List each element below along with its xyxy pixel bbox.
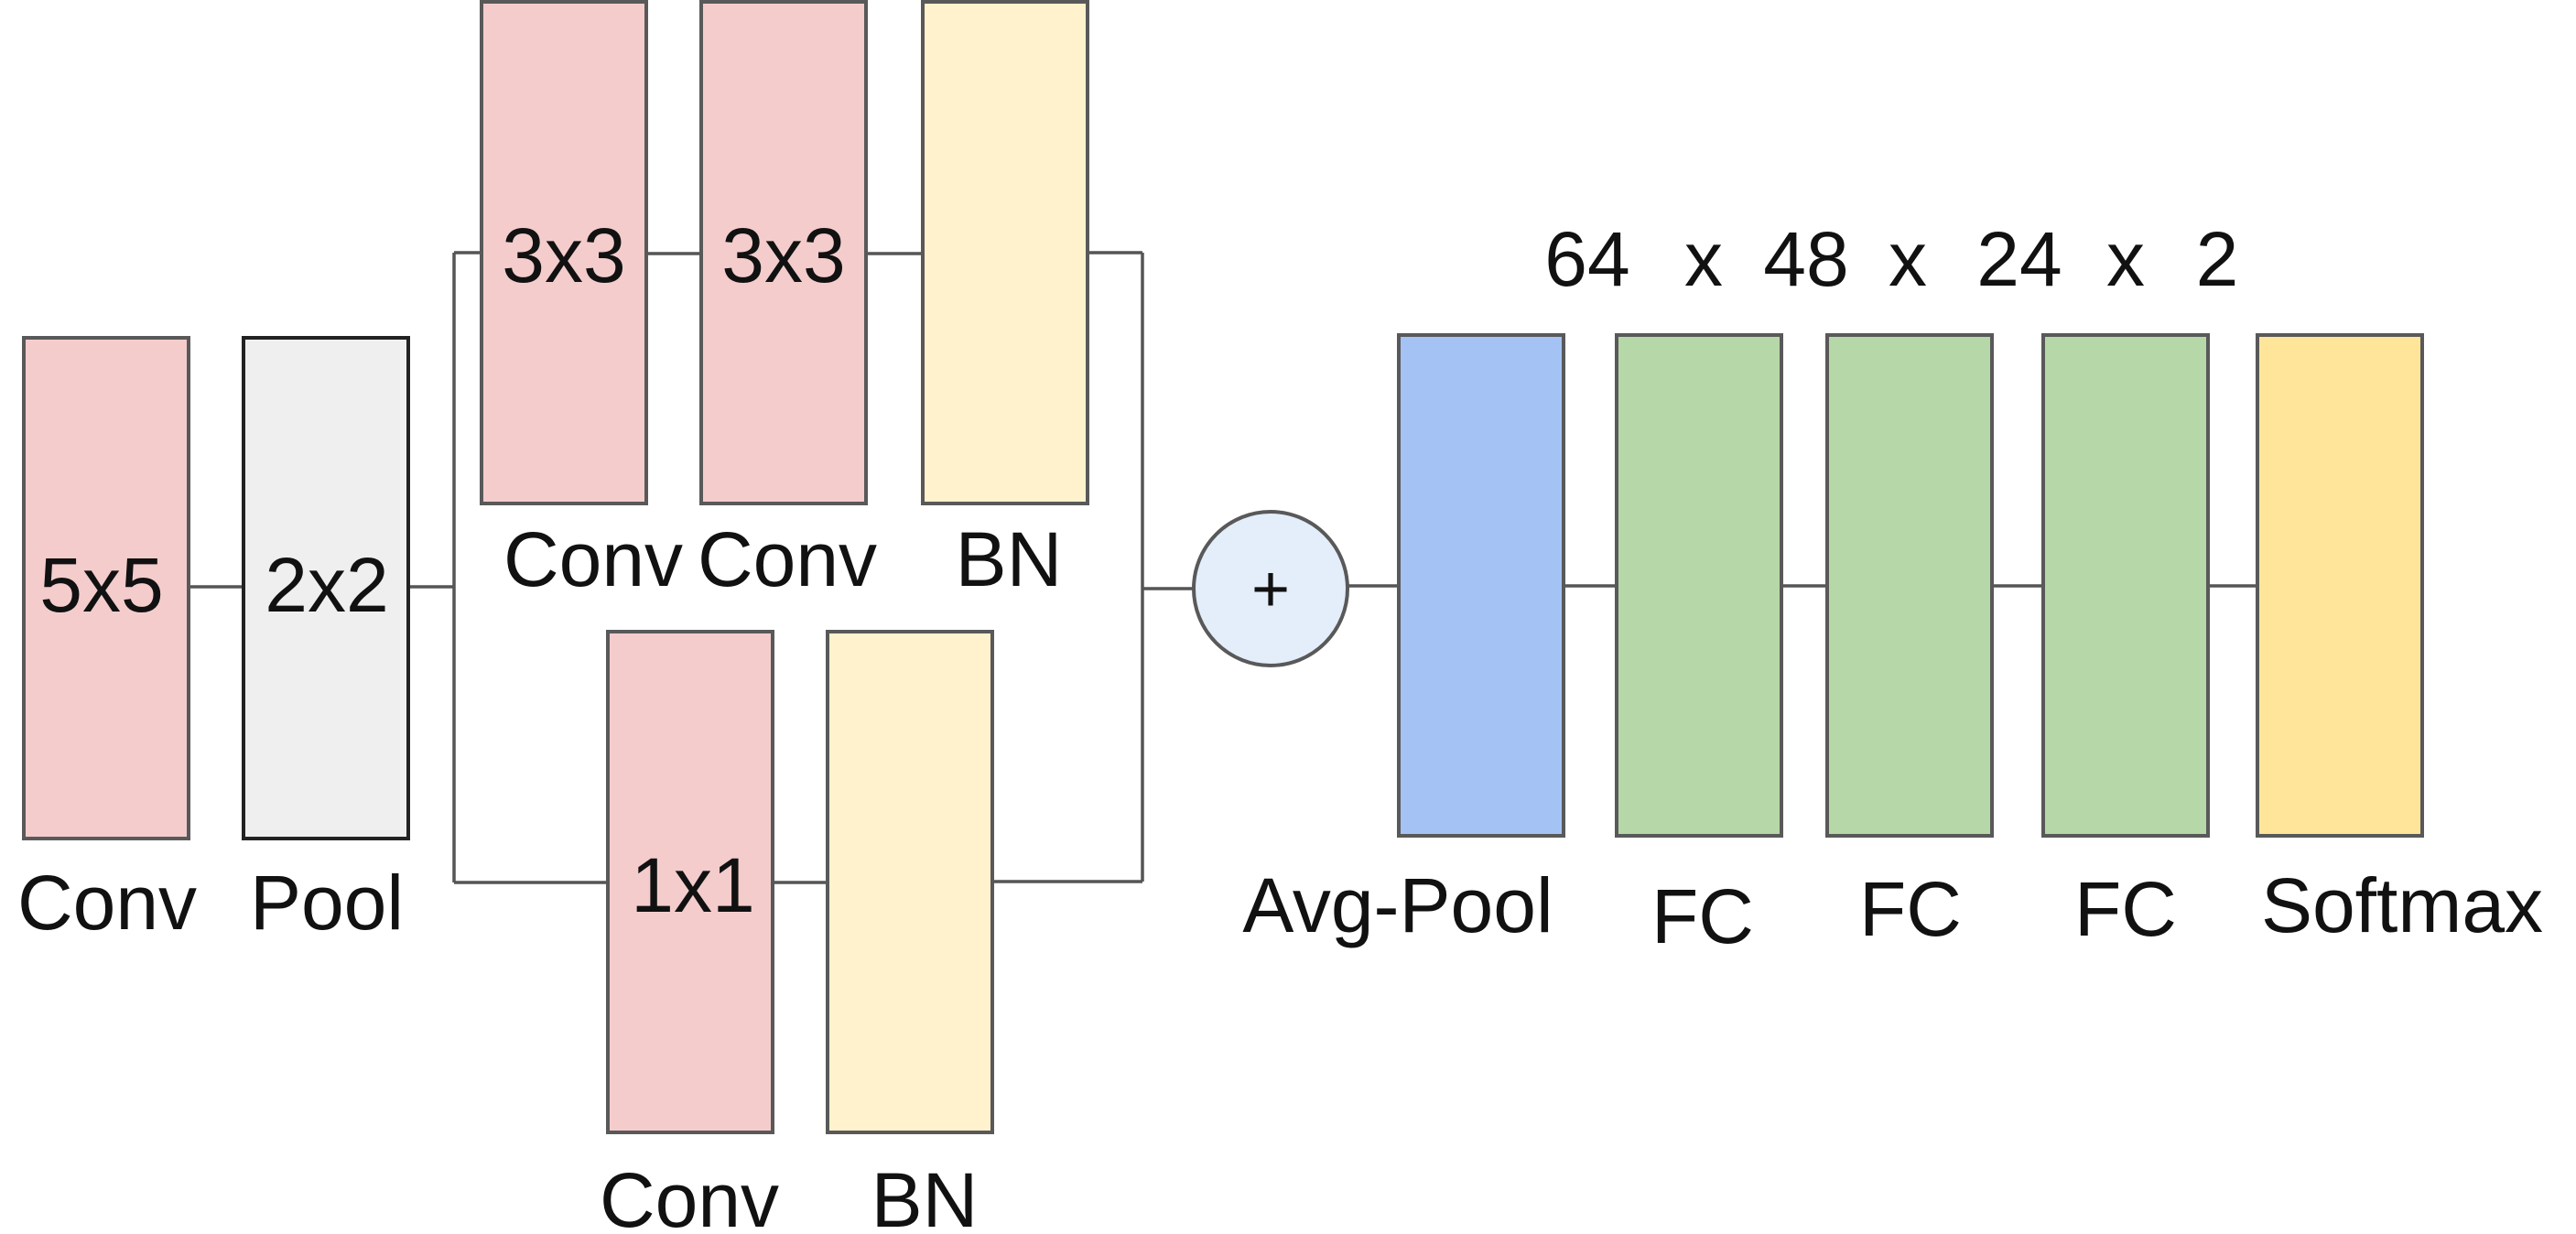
conv-3x3-b-box — [699, 0, 868, 505]
pool-label: Pool — [250, 860, 404, 946]
sum-node: + — [1192, 510, 1349, 667]
dimension-sep-1: x — [1684, 216, 1723, 302]
fc3-box — [2041, 333, 2210, 838]
avg-pool-label: Avg-Pool — [1242, 862, 1553, 948]
fc2-box — [1825, 333, 1994, 838]
pool-2x2-box — [242, 336, 410, 840]
avg-pool-box — [1397, 333, 1565, 838]
bn-lower-box — [826, 630, 994, 1134]
plus-icon: + — [1251, 553, 1290, 626]
dimension-annotation: 64 x 48 x 24 x 2 — [1544, 216, 2238, 302]
conv-1x1-box — [606, 630, 774, 1134]
lower-branch: 1x1 Conv BN — [600, 630, 994, 1234]
conv-3x3-a-box — [480, 0, 648, 505]
conv-5x5-box — [22, 336, 190, 840]
softmax-label: Softmax — [2261, 862, 2543, 948]
fc3-block: FC — [2041, 333, 2210, 952]
softmax-block: Softmax — [2256, 333, 2543, 948]
fc1-box — [1615, 333, 1783, 838]
fc1-block: FC — [1615, 333, 1783, 959]
stem-conv-block: 5x5 Conv — [17, 336, 197, 946]
conv-3x3-b-label: Conv — [698, 516, 877, 602]
connections — [190, 251, 2257, 884]
conv-5x5-inner-label: 5x5 — [39, 542, 163, 628]
dimension-48: 48 — [1763, 216, 1848, 302]
bn-upper-label: BN — [956, 516, 1063, 602]
sum-circle — [1192, 510, 1349, 667]
pool-2x2-inner-label: 2x2 — [265, 542, 388, 628]
bn-lower-label: BN — [871, 1157, 979, 1234]
conv-1x1-inner-label: 1x1 — [631, 842, 754, 928]
dimension-sep-2: x — [1889, 216, 1927, 302]
dimension-64: 64 — [1544, 216, 1629, 302]
bn-upper-box — [921, 0, 1089, 505]
fc2-block: FC — [1825, 333, 1994, 952]
fc1-label: FC — [1651, 873, 1754, 959]
dimension-24: 24 — [1976, 216, 2062, 302]
conv-5x5-label: Conv — [17, 860, 197, 946]
conv-3x3-b-inner-label: 3x3 — [721, 212, 845, 298]
fc3-label: FC — [2074, 866, 2177, 952]
conv-3x3-a-label: Conv — [503, 516, 683, 602]
avg-pool-block: Avg-Pool — [1242, 333, 1565, 948]
stem-pool-block: 2x2 Pool — [242, 336, 410, 946]
fc2-label: FC — [1859, 866, 1962, 952]
dimension-sep-3: x — [2106, 216, 2145, 302]
conv-3x3-a-inner-label: 3x3 — [502, 212, 625, 298]
conv-1x1-label: Conv — [600, 1157, 779, 1234]
upper-branch: 3x3 Conv 3x3 Conv BN — [480, 0, 1089, 602]
softmax-box — [2256, 333, 2424, 838]
dimension-2: 2 — [2196, 216, 2239, 302]
